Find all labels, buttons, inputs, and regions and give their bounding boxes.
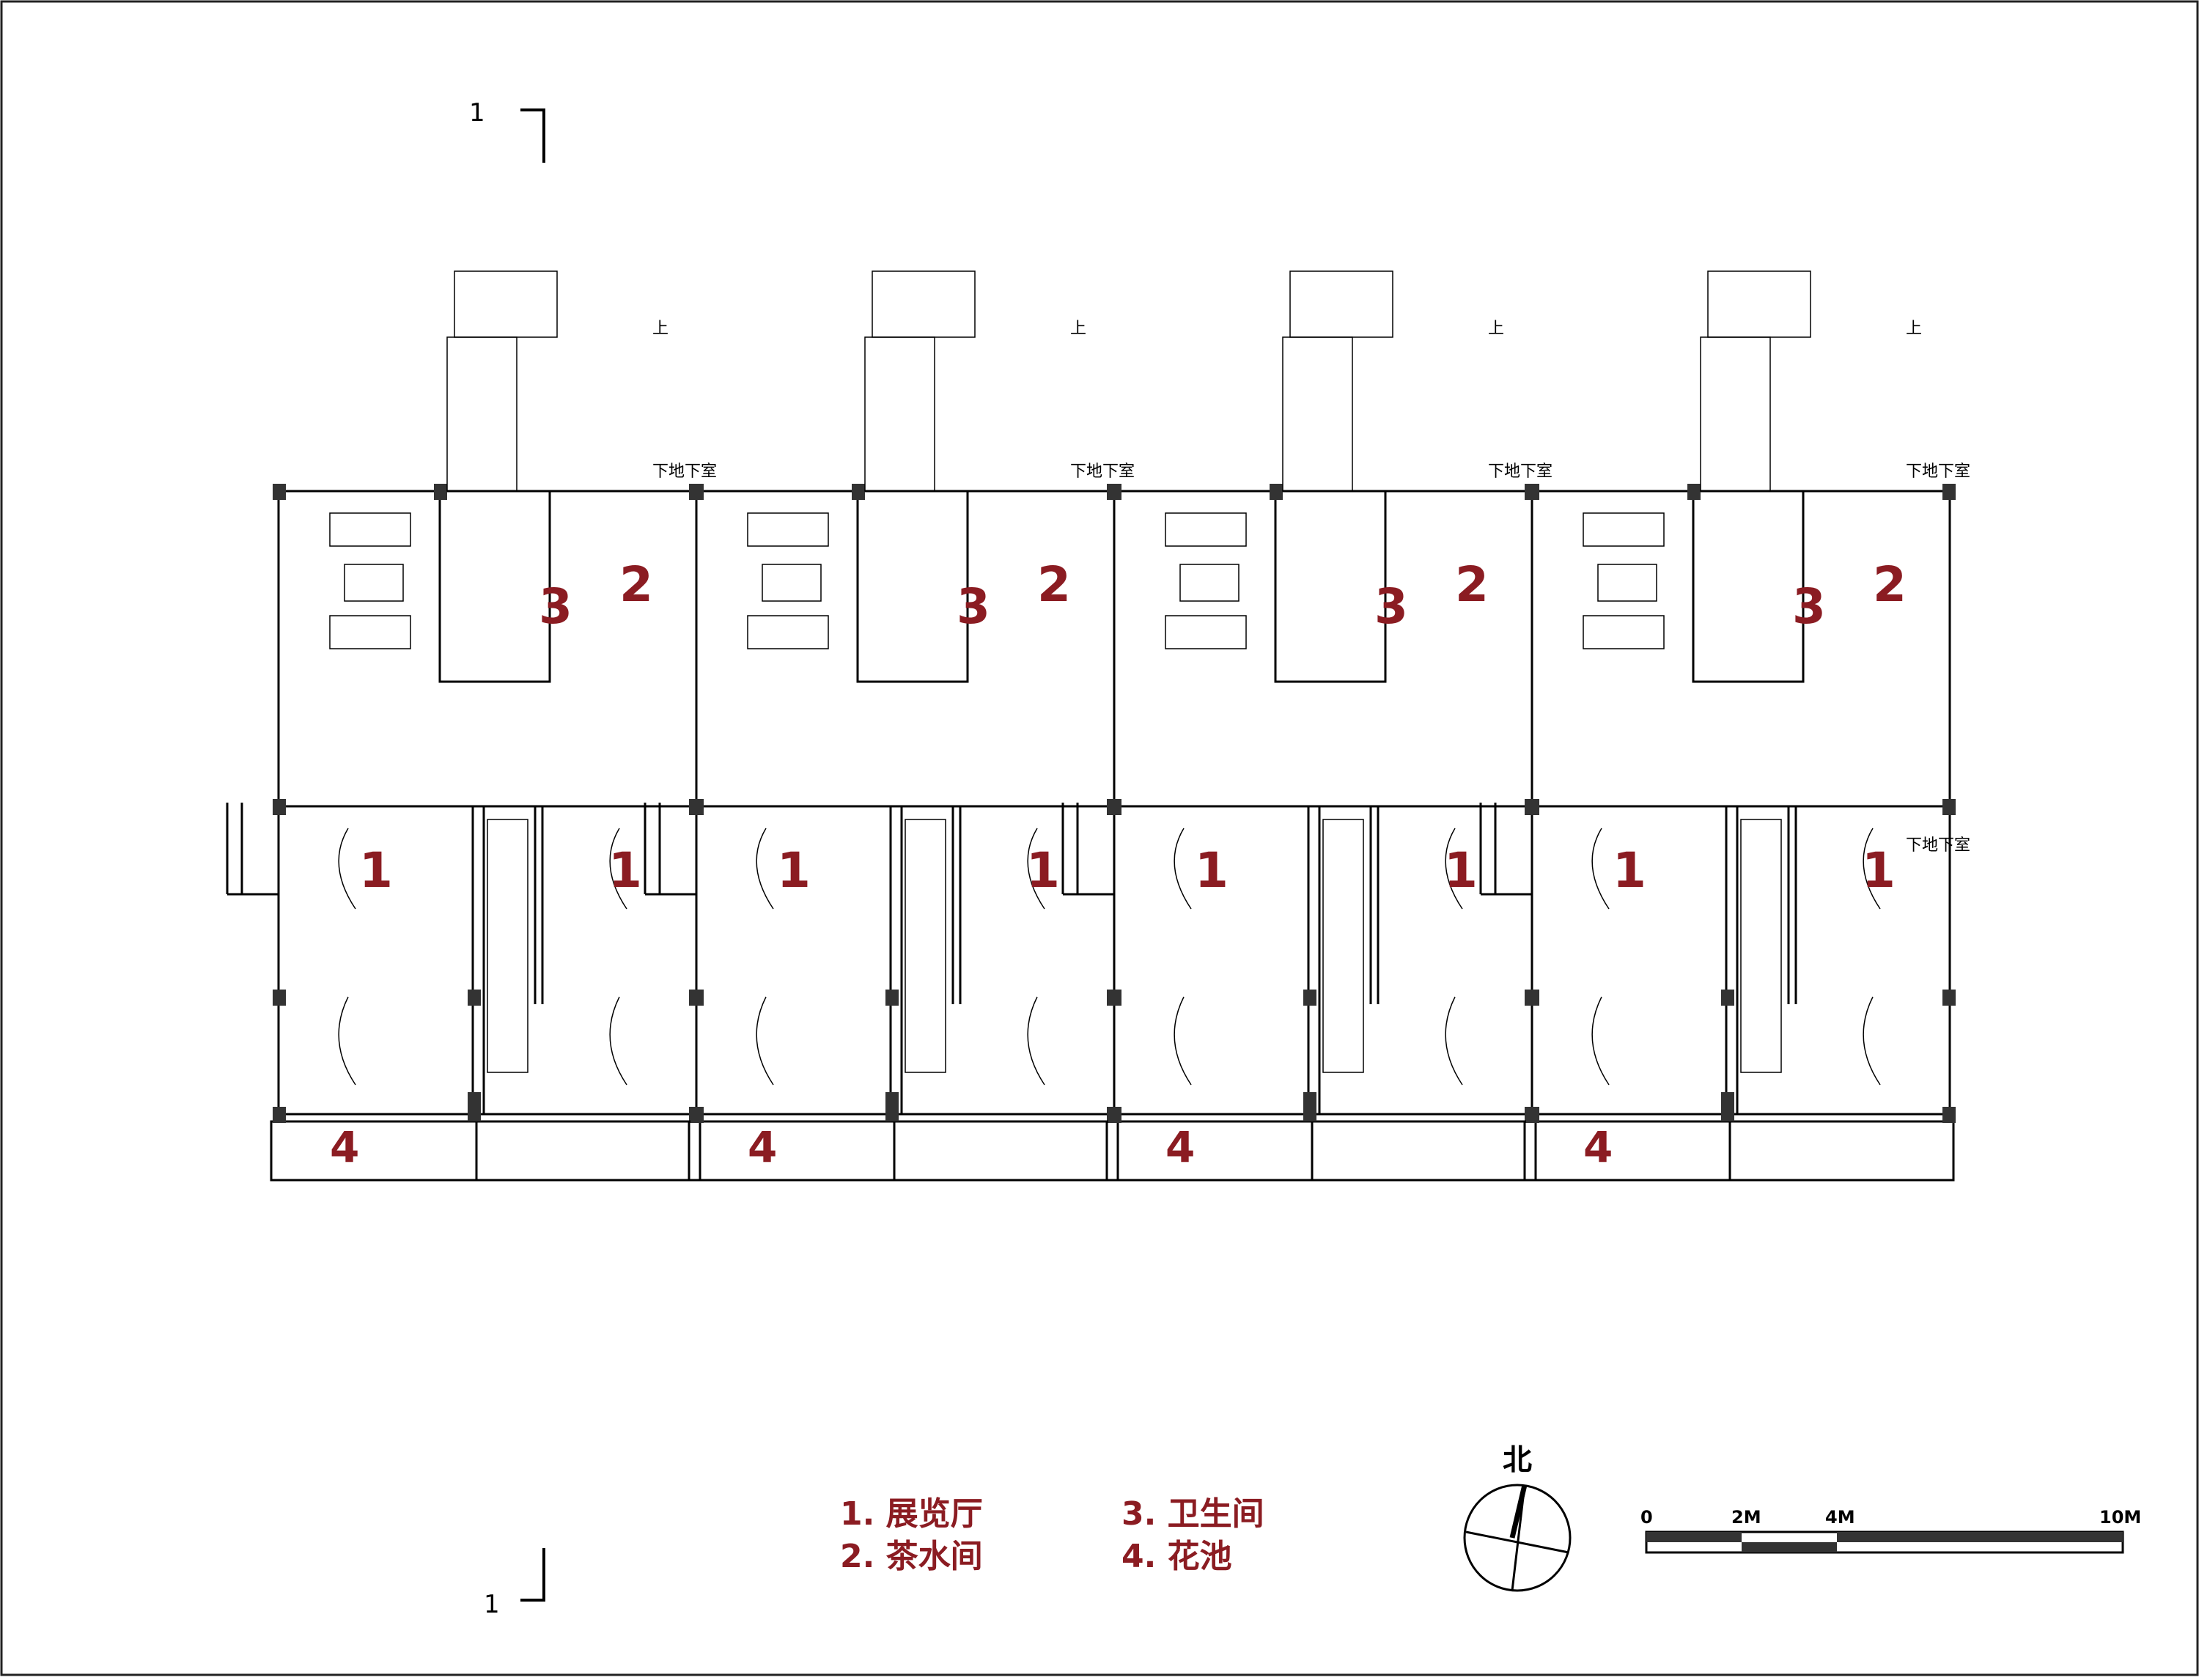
room-label-exhibition-right: 1 bbox=[1026, 842, 1060, 899]
room-label-flower-bed: 4 bbox=[330, 1122, 359, 1172]
unit-walls bbox=[226, 270, 704, 1182]
stair-up-label: 上 bbox=[1906, 320, 1922, 338]
room-label-tea-room: 2 bbox=[1873, 556, 1907, 613]
room-label-toilet: 3 bbox=[957, 578, 990, 635]
stair-up-label: 上 bbox=[652, 320, 668, 338]
north-arrow: 北 bbox=[1463, 1443, 1572, 1592]
scale-tick-2m: 2M bbox=[1731, 1507, 1761, 1528]
unit-walls bbox=[1061, 270, 1539, 1182]
room-label-exhibition-right: 1 bbox=[1444, 842, 1478, 899]
basement-stair-label: 下地下室 bbox=[1070, 463, 1135, 481]
room-label-exhibition-left: 1 bbox=[1195, 842, 1229, 899]
north-label: 北 bbox=[1503, 1443, 1532, 1477]
section-mark-top: 1 bbox=[469, 98, 545, 163]
room-label-tea-room: 2 bbox=[619, 556, 653, 613]
room-label-exhibition-left: 1 bbox=[777, 842, 811, 899]
room-label-exhibition-right: 1 bbox=[1862, 842, 1896, 899]
room-label-exhibition-right: 1 bbox=[608, 842, 642, 899]
legend-item-flower-bed: 4. 花池 bbox=[1121, 1538, 1232, 1575]
room-label-exhibition-left: 1 bbox=[1613, 842, 1646, 899]
basement-stair-label: 下地下室 bbox=[1906, 463, 1970, 481]
section-mark-bottom: 1 bbox=[484, 1548, 545, 1619]
room-label-toilet: 3 bbox=[1792, 578, 1826, 635]
room-label-exhibition-left: 1 bbox=[359, 842, 393, 899]
room-label-tea-room: 2 bbox=[1455, 556, 1489, 613]
room-label-flower-bed: 4 bbox=[1165, 1122, 1195, 1172]
legend-item-toilet: 3. 卫生间 bbox=[1121, 1495, 1264, 1533]
scale-tick-4m: 4M bbox=[1825, 1507, 1855, 1528]
scale-tick-10m: 10M bbox=[2099, 1507, 2141, 1528]
stair-up-label: 上 bbox=[1070, 320, 1086, 338]
legend-item-exhibition: 1. 展览厅 bbox=[840, 1495, 983, 1533]
scale-segment-0-2 bbox=[1646, 1532, 1742, 1542]
scale-tick-0: 0 bbox=[1640, 1507, 1653, 1528]
section-mark-top-label: 1 bbox=[469, 98, 485, 128]
room-label-flower-bed: 4 bbox=[748, 1122, 777, 1172]
stair-up-label: 上 bbox=[1488, 320, 1504, 338]
basement-stair-label: 下地下室 bbox=[1906, 836, 1970, 855]
room-label-toilet: 3 bbox=[1374, 578, 1408, 635]
scale-bar: 0 2M 4M 10M bbox=[1640, 1507, 2141, 1554]
section-mark-bottom-label: 1 bbox=[484, 1590, 500, 1619]
basement-stair-label: 下地下室 bbox=[652, 463, 717, 481]
scale-segment-4-10 bbox=[1837, 1532, 2123, 1542]
room-label-tea-room: 2 bbox=[1037, 556, 1071, 613]
room-label-flower-bed: 4 bbox=[1583, 1122, 1613, 1172]
unit-walls bbox=[1479, 270, 1957, 1182]
room-label-toilet: 3 bbox=[539, 578, 572, 635]
unit-walls bbox=[644, 270, 1121, 1182]
legend-item-tea-room: 2. 茶水间 bbox=[840, 1538, 983, 1575]
scale-segment-2-4 bbox=[1742, 1542, 1837, 1552]
basement-stair-label: 下地下室 bbox=[1488, 463, 1552, 481]
legend: 1. 展览厅 2. 茶水间 3. 卫生间 4. 花池 bbox=[840, 1495, 1264, 1575]
